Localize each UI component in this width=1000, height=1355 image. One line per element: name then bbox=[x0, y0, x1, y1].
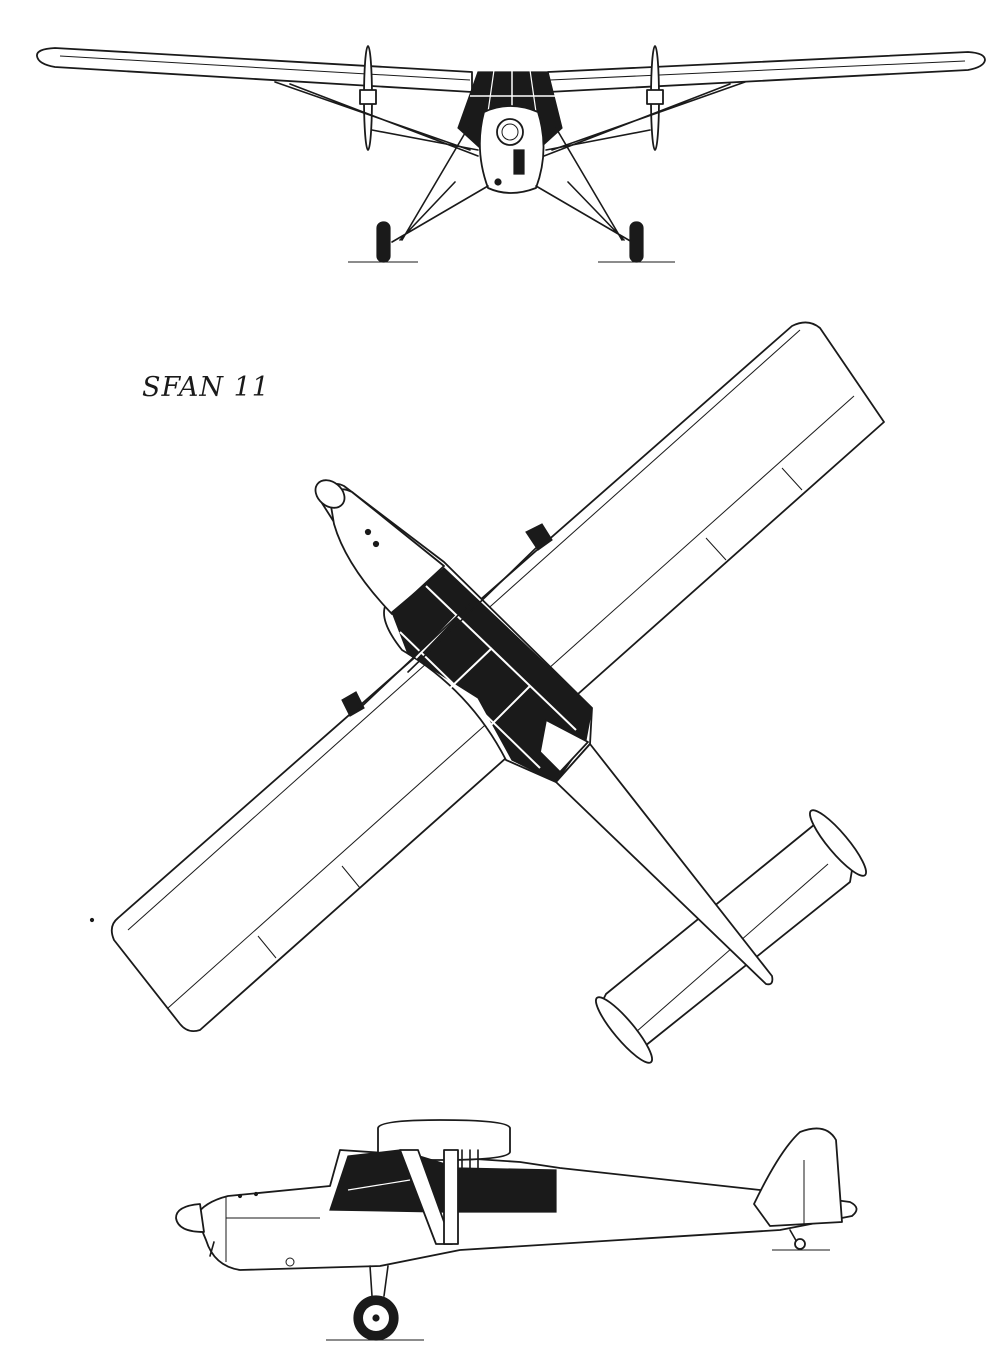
front-engine-cowl bbox=[478, 105, 545, 194]
side-tail-fin bbox=[753, 1127, 843, 1227]
side-spinner bbox=[175, 1203, 205, 1233]
top-spinner bbox=[314, 479, 346, 509]
top-tail-endplate-right bbox=[809, 809, 867, 877]
side-view bbox=[175, 1119, 858, 1341]
side-cabin-glazing bbox=[329, 1149, 557, 1213]
front-spinner bbox=[496, 118, 524, 146]
front-left-gear-leg bbox=[391, 127, 489, 243]
top-tail-endplate-left bbox=[595, 996, 653, 1064]
side-main-gear bbox=[369, 1265, 389, 1297]
front-left-wing bbox=[36, 47, 473, 93]
front-right-gear-leg bbox=[535, 127, 633, 243]
front-right-wing bbox=[547, 51, 986, 93]
front-view bbox=[36, 45, 986, 263]
front-left-wheel bbox=[376, 221, 391, 263]
drawing-title: SFAN 11 bbox=[142, 372, 270, 403]
top-cabin-glazing bbox=[391, 567, 593, 783]
top-tail-boom bbox=[555, 743, 774, 986]
front-right-wheel bbox=[629, 221, 644, 263]
top-view bbox=[89, 321, 885, 1064]
side-tail-wheel bbox=[794, 1238, 806, 1250]
